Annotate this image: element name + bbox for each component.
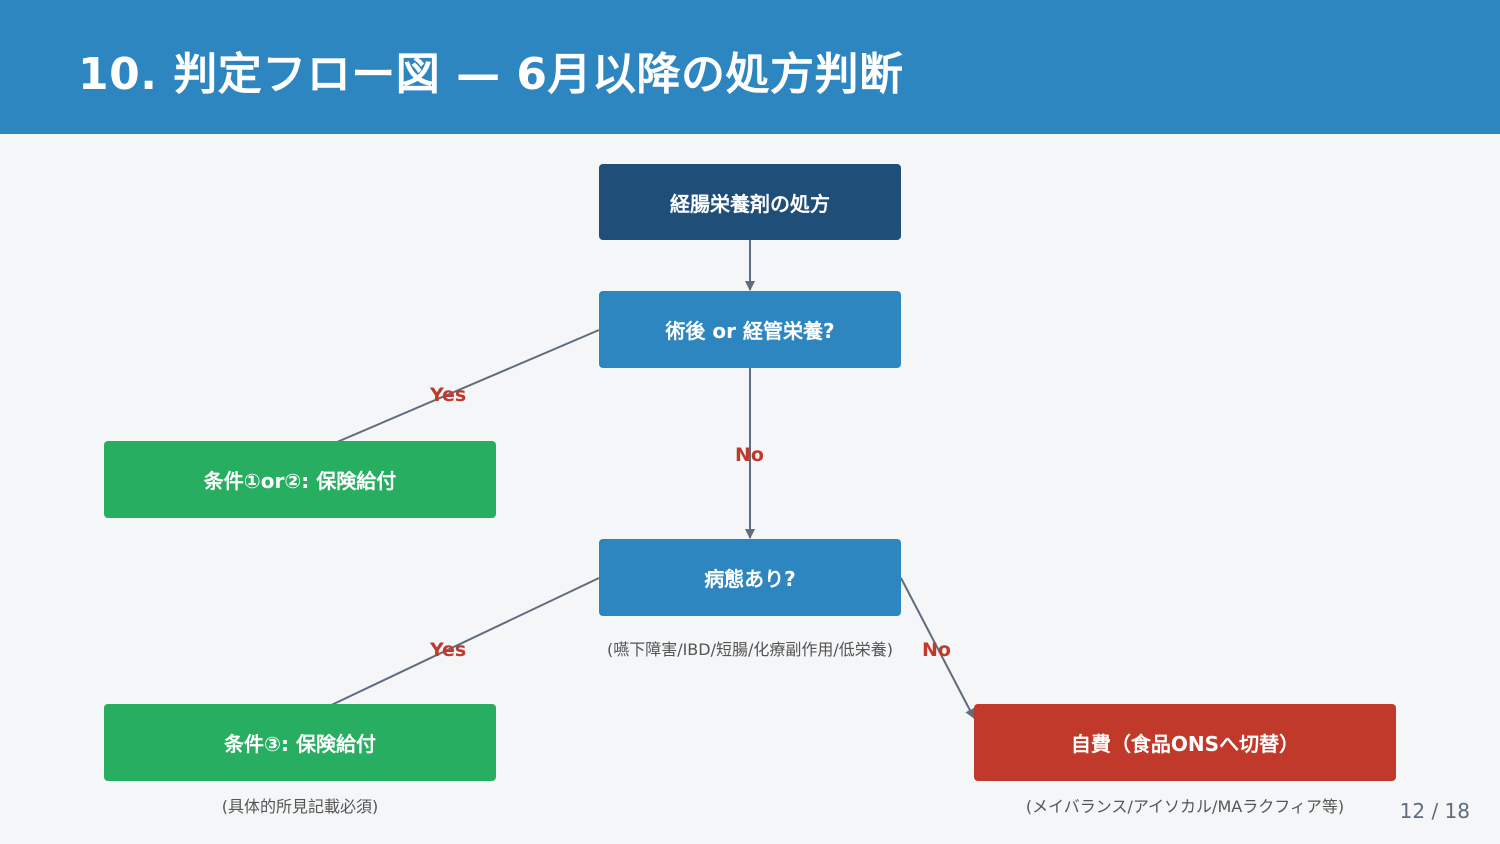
result-node-self-pay-note: (メイバランス/アイソカル/MAラクフィア等)	[1025, 797, 1345, 816]
edge-label-q2-no: No	[922, 639, 951, 661]
connector-q2-yes	[301, 577, 600, 720]
question-node-condition-present: 病態あり?	[599, 539, 901, 616]
header-bar: 10. 判定フロー図 — 6月以降の処方判断	[0, 0, 1500, 134]
edge-label-q1-yes: Yes	[430, 384, 467, 406]
page-number: 12 / 18	[1399, 799, 1470, 823]
result-node-condition-3-note: (具体的所見記載必須)	[221, 797, 379, 816]
connector-q1-yes	[301, 329, 600, 459]
result-node-condition-1-2: 条件①or②: 保険給付	[104, 441, 496, 518]
question-node-surgery-or-tube: 術後 or 経管栄養?	[599, 291, 901, 368]
question-node-condition-note: (嚥下障害/IBD/短腸/化療副作用/低栄養)	[606, 640, 894, 659]
start-node: 経腸栄養剤の処方	[599, 164, 901, 240]
edge-label-q2-yes: Yes	[430, 639, 467, 661]
result-node-condition-3: 条件③: 保険給付	[104, 704, 496, 781]
result-node-self-pay: 自費（食品ONSへ切替）	[974, 704, 1396, 781]
edge-label-q1-no: No	[735, 444, 764, 466]
page-title: 10. 判定フロー図 — 6月以降の処方判断	[78, 49, 904, 100]
connector-q2-no	[900, 577, 975, 719]
